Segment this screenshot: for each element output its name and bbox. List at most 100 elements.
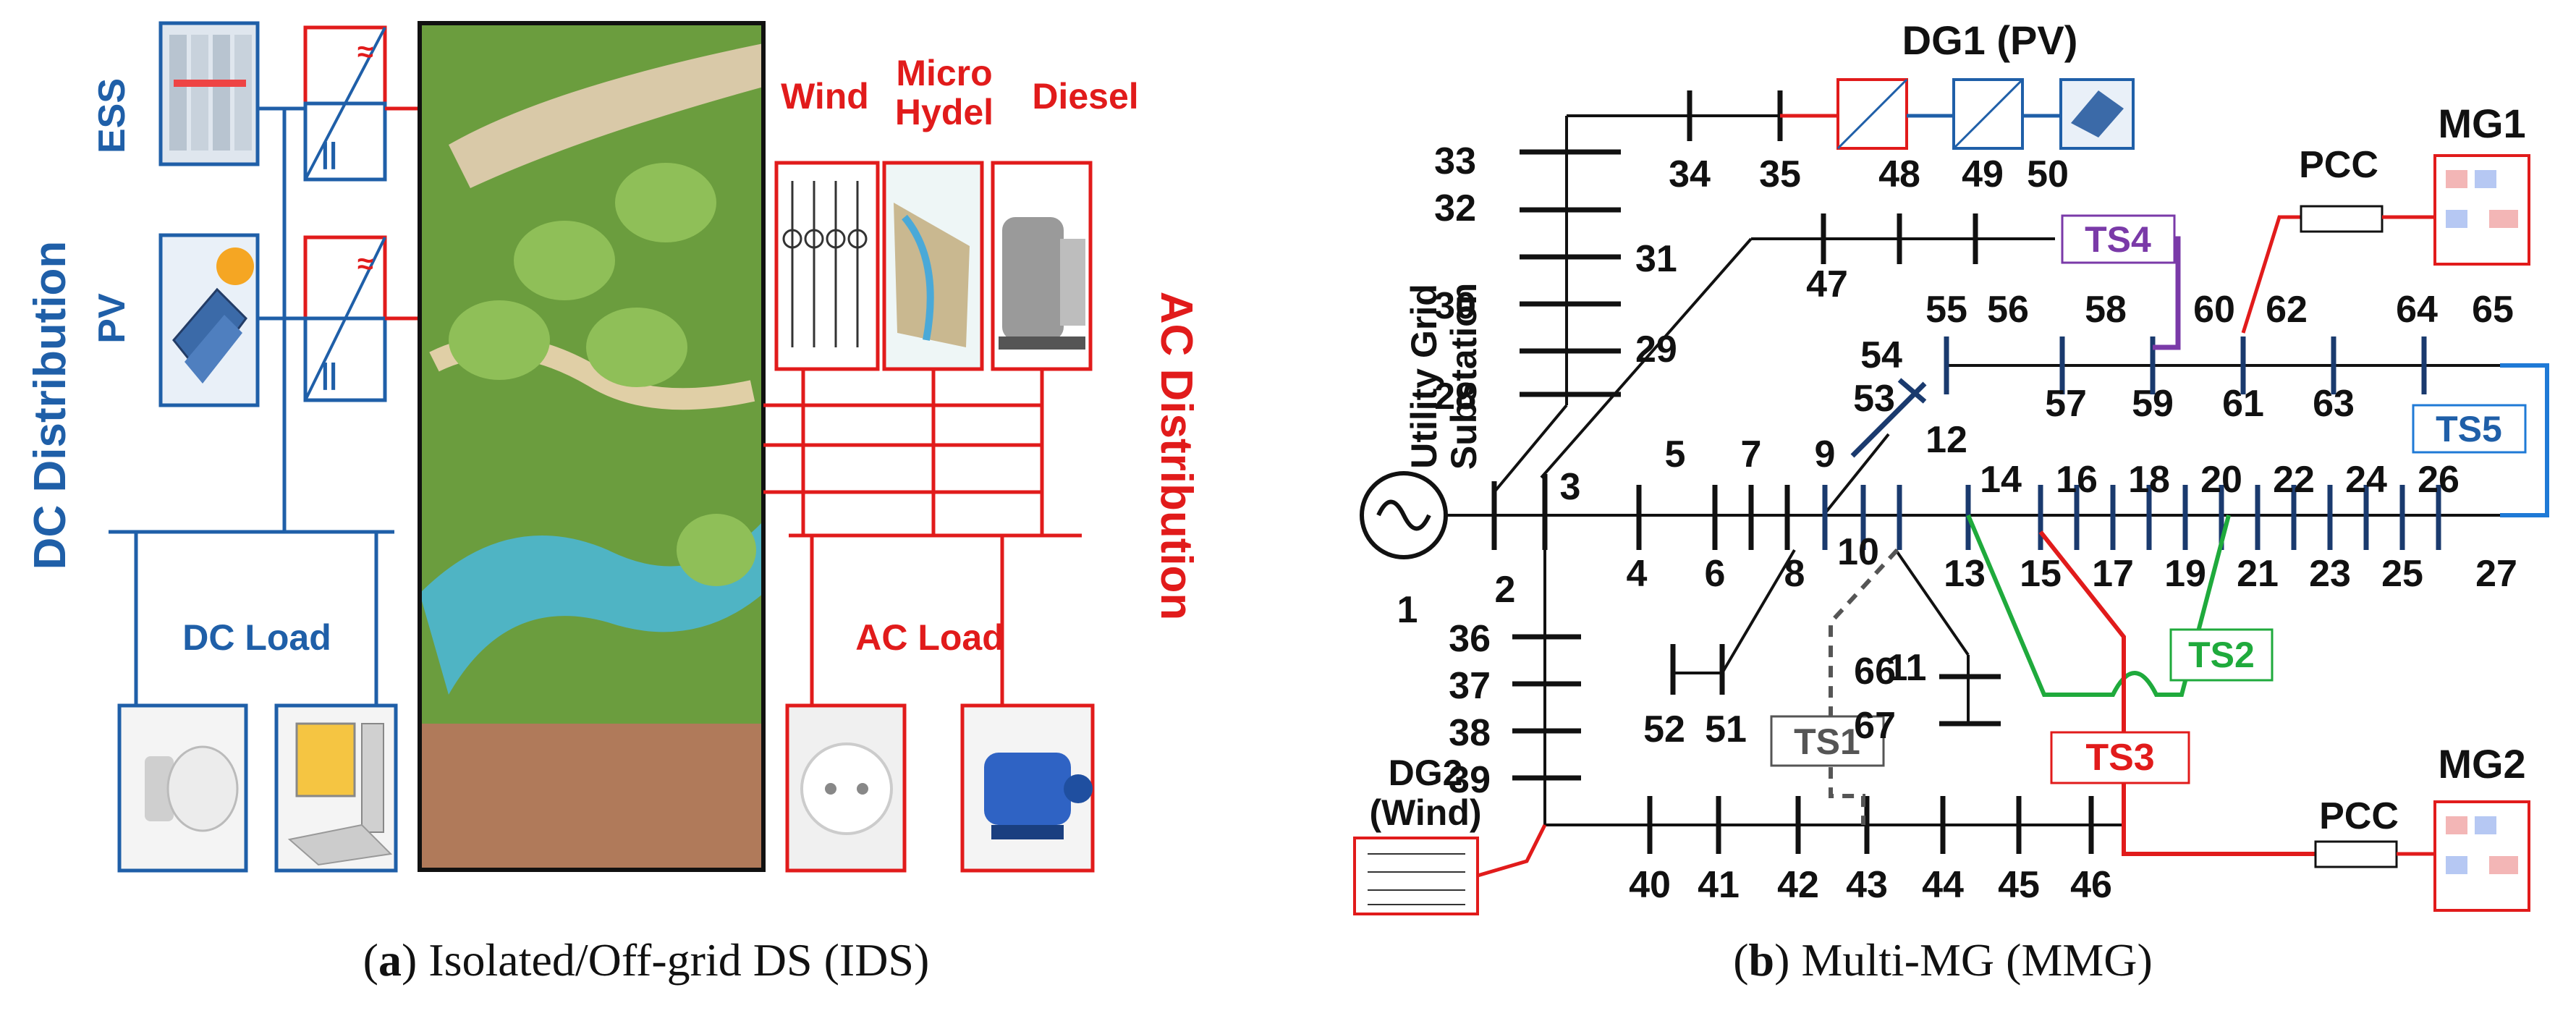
bus-label: 35 bbox=[1759, 153, 1801, 195]
bus-label: 62 bbox=[2266, 289, 2308, 331]
bus-label: 49 bbox=[1962, 153, 2004, 195]
bus-label: 36 bbox=[1449, 618, 1491, 660]
bus-label: 44 bbox=[1922, 864, 1964, 906]
ts1-tie-line bbox=[1829, 548, 1899, 825]
bus-label: 28 bbox=[1434, 376, 1476, 418]
panel-b-multi-mg: Utility Grid Substation bbox=[1353, 17, 2549, 986]
bus-number-labels: 1 2 3 4 5 6 7 8 9 10 11 12 13 14 15 16 1… bbox=[1397, 140, 2517, 906]
ts1-label: TS1 bbox=[1794, 721, 1860, 762]
bus-label: 34 bbox=[1669, 153, 1711, 195]
ts5-box bbox=[2412, 404, 2527, 454]
ts2-box bbox=[2169, 628, 2274, 682]
bus-label: 40 bbox=[1629, 864, 1671, 906]
utility-grid-label: Utility Grid bbox=[1404, 284, 1444, 469]
bus-label: 32 bbox=[1434, 187, 1476, 229]
bus-label: 13 bbox=[1944, 553, 1986, 595]
pcc-top-switch bbox=[2300, 205, 2384, 233]
ts1-box bbox=[1770, 715, 1885, 767]
mg2-schematic-icon bbox=[2433, 800, 2530, 912]
bus-label: 12 bbox=[1925, 419, 1967, 461]
mg1-schematic-icon bbox=[2433, 154, 2530, 266]
dc-load-computer-icon bbox=[274, 703, 398, 873]
bus-label: 11 bbox=[1887, 647, 1927, 689]
mg2-label: MG2 bbox=[2438, 741, 2525, 787]
bus-label: 43 bbox=[1846, 864, 1888, 906]
pcc-top-label: PCC bbox=[2299, 144, 2378, 186]
bus-label: 8 bbox=[1784, 553, 1805, 595]
bus-label: 14 bbox=[1980, 459, 2022, 501]
micro-label: Micro bbox=[896, 53, 992, 93]
micro-hydel-icon bbox=[882, 161, 984, 371]
caption-a: (a) Isolated/Off-grid DS (IDS) bbox=[363, 934, 930, 986]
ac-symbol-icon: ≈ bbox=[357, 36, 373, 68]
pv-converter: ≈ || bbox=[303, 235, 387, 402]
ac-symbol-icon: ≈ bbox=[357, 248, 373, 280]
bus-label: 56 bbox=[1987, 289, 2029, 331]
bus-label: 58 bbox=[2085, 289, 2127, 331]
dg1-label: DG1 (PV) bbox=[1902, 17, 2078, 63]
bus-bars-blue bbox=[1822, 336, 2441, 550]
bus-label: 37 bbox=[1449, 665, 1491, 707]
ess-label: ESS bbox=[91, 78, 133, 153]
bus-label: 51 bbox=[1705, 708, 1747, 750]
bus-label: 7 bbox=[1741, 433, 1762, 475]
mg1-label: MG1 bbox=[2438, 101, 2525, 146]
dc-symbol-icon: || bbox=[321, 358, 337, 390]
bus-label: 41 bbox=[1698, 864, 1740, 906]
panel-a-isolated-ds: ESS PV DC Distribution ≈ || bbox=[25, 21, 1201, 986]
bus-label: 4 bbox=[1627, 553, 1648, 595]
ts3-tie-line bbox=[2038, 530, 2316, 856]
bus-label: 6 bbox=[1705, 553, 1726, 595]
bus-label: 26 bbox=[2418, 459, 2460, 501]
ts3-box bbox=[2050, 731, 2190, 784]
bus-label: 64 bbox=[2396, 289, 2438, 331]
diesel-label: Diesel bbox=[1032, 76, 1138, 117]
dg2-label: DG2 bbox=[1389, 753, 1463, 793]
bus-label: 48 bbox=[1878, 153, 1920, 195]
bus-label: 9 bbox=[1815, 433, 1836, 475]
bus-label: 1 bbox=[1397, 589, 1418, 631]
bus-label: 3 bbox=[1560, 466, 1581, 508]
pcc-bottom-label: PCC bbox=[2319, 795, 2399, 837]
pcc-bottom-switch bbox=[2314, 840, 2398, 868]
ac-load-label: AC Load bbox=[855, 617, 1004, 658]
dg2-connection bbox=[1477, 824, 1547, 878]
ts2-tie-line bbox=[1966, 514, 2231, 697]
hydel-label: Hydel bbox=[895, 92, 993, 132]
bus-label: 60 bbox=[2193, 289, 2235, 331]
bus-label: 53 bbox=[1853, 378, 1895, 420]
bus-label: 19 bbox=[2164, 553, 2206, 595]
bus-label: 30 bbox=[1434, 285, 1476, 327]
village-landscape-image bbox=[418, 21, 766, 872]
utility-source-icon bbox=[1360, 471, 1448, 559]
bus-label: 25 bbox=[2381, 553, 2423, 595]
bus-label: 65 bbox=[2472, 289, 2514, 331]
bus-label: 33 bbox=[1434, 140, 1476, 182]
ess-battery-icon bbox=[158, 21, 260, 166]
bus-label: 21 bbox=[2237, 553, 2279, 595]
dc-load-lamp-icon bbox=[117, 703, 248, 873]
ts5-label: TS5 bbox=[2436, 409, 2502, 449]
ts4-box bbox=[2061, 214, 2176, 264]
dg2-wind-icon bbox=[1353, 837, 1479, 915]
bus-label: 38 bbox=[1449, 712, 1491, 754]
bus-label: 31 bbox=[1635, 238, 1677, 280]
bus-label: 46 bbox=[2070, 864, 2112, 906]
ts2-label: TS2 bbox=[2188, 635, 2255, 675]
bus-label: 5 bbox=[1665, 433, 1686, 475]
bus-label: 16 bbox=[2056, 459, 2098, 501]
bus-label: 18 bbox=[2128, 459, 2170, 501]
bus-label: 55 bbox=[1925, 289, 1967, 331]
bus-label: 63 bbox=[2313, 383, 2355, 425]
ts4-label: TS4 bbox=[2085, 219, 2151, 260]
bus-label: 66 bbox=[1854, 651, 1896, 693]
bus-bars-black bbox=[1491, 90, 2094, 854]
bus-label: 27 bbox=[2475, 553, 2517, 595]
bus-label: 2 bbox=[1495, 569, 1516, 611]
bus-label: 45 bbox=[1998, 864, 2040, 906]
bus-label: 17 bbox=[2092, 553, 2134, 595]
bus-label: 29 bbox=[1635, 329, 1677, 371]
dg2-wind-label: (Wind) bbox=[1369, 792, 1481, 833]
bus-label: 59 bbox=[2132, 383, 2174, 425]
ac-load-motor-icon bbox=[960, 703, 1095, 873]
